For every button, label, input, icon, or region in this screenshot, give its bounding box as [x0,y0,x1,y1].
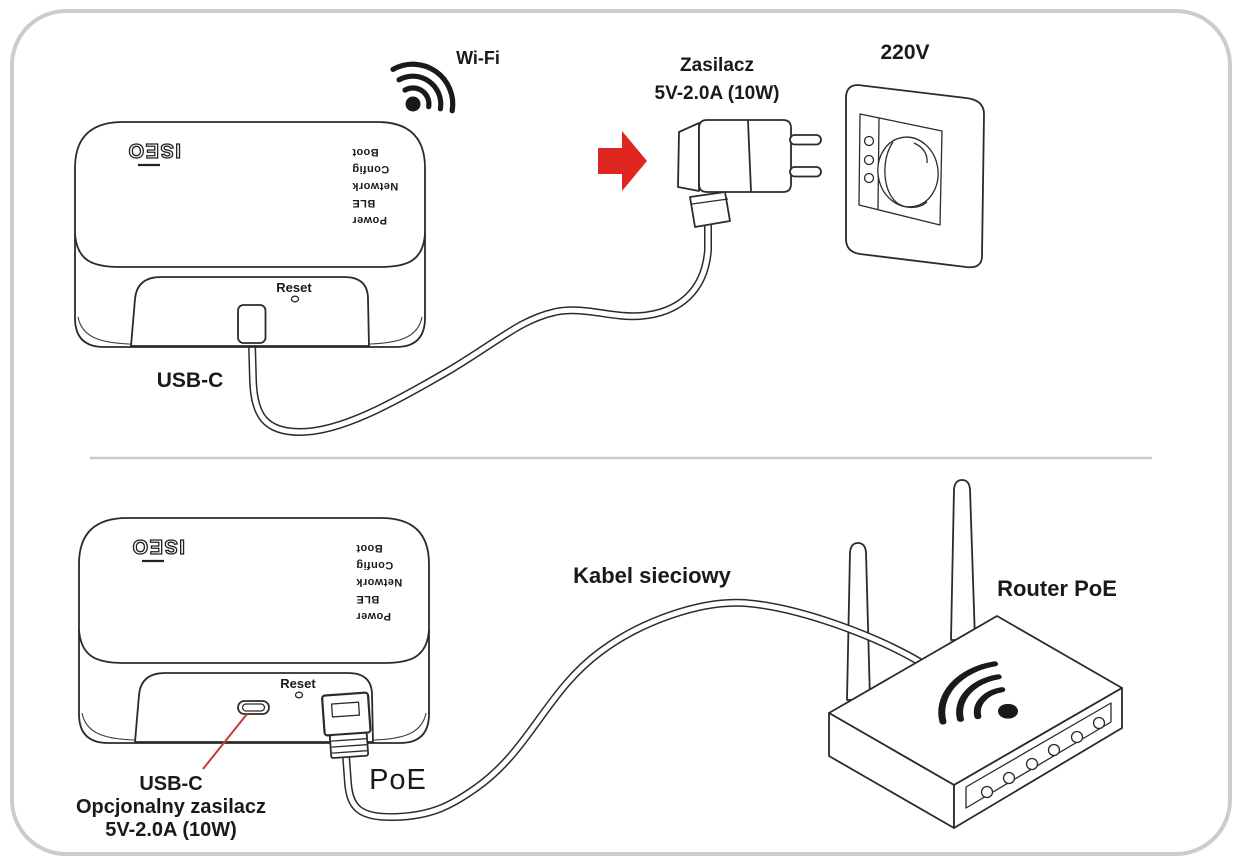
arrow-right-icon [598,131,647,191]
adapter-label-line2: 5V-2.0A (10W) [654,83,780,104]
router-label: Router PoE [997,576,1117,601]
router-right-face [953,687,1123,829]
led-label-config: Config [356,559,394,571]
socket-recess [877,136,939,208]
router [828,615,1123,829]
network-cable [342,598,924,822]
reset-label: Reset [280,676,316,691]
led-label-network: Network [356,576,403,588]
led-label-ble: BLE [356,593,380,605]
router-port-hole [1092,716,1106,730]
usb-plug [689,191,731,228]
poe-label: PoE [369,764,427,796]
router-port-panel [965,702,1112,809]
usbc-note-line2: Opcjonalny zasilacz [75,796,267,818]
usbc-note-line3: 5V-2.0A (10W) [105,819,237,841]
led-label-boot: Boot [356,542,383,554]
router-port-hole [1070,730,1084,744]
router-port-hole [1002,771,1016,785]
adapter-label-line1: Zasilacz [680,55,754,76]
gateway-device-bottom: ISEO [78,517,430,770]
wall-outlet [845,84,985,269]
network-cable-label: Kabel sieciowy [573,563,731,588]
frame-border [10,9,1232,856]
wifi-icon [938,661,1018,725]
plug-prong [789,166,822,178]
wifi-label: Wi-Fi [456,48,500,68]
usb-c-leader-line [202,713,248,770]
iseo-logo: ISEO [131,535,185,557]
router-port-hole [1025,757,1039,771]
rj45-connector [321,691,372,759]
led-label-config: Config [352,163,390,175]
usbc-note-line1: USB-C [139,773,203,795]
led-label-power: Power [356,610,392,622]
led-label-network: Network [352,180,399,192]
bottom-section-graphics: ISEO [78,479,1123,829]
power-cable [248,222,712,437]
router-port-hole [980,785,994,799]
iseo-logo: ISEO [127,139,181,161]
led-labels: Power BLE Network Config Boot [356,539,412,624]
gateway-device-top: ISEO [74,121,426,348]
usb-c-port-inner [241,703,266,712]
wifi-icon [390,61,456,114]
outlet-voltage-label: 220V [880,41,930,64]
led-label-boot: Boot [352,146,379,158]
led-label-power: Power [352,214,388,226]
router-antenna-right [950,479,976,641]
plug-prong [789,134,822,146]
led-label-ble: BLE [352,197,376,209]
router-antenna-left [846,542,871,701]
power-adapter [677,119,822,228]
led-labels: Power BLE Network Config Boot [352,143,408,228]
router-port-hole [1047,743,1061,757]
top-section-graphics: ISEO [74,61,985,437]
usb-c-plug [237,304,267,344]
usb-c-label: USB-C [156,369,224,392]
reset-label: Reset [276,280,312,295]
